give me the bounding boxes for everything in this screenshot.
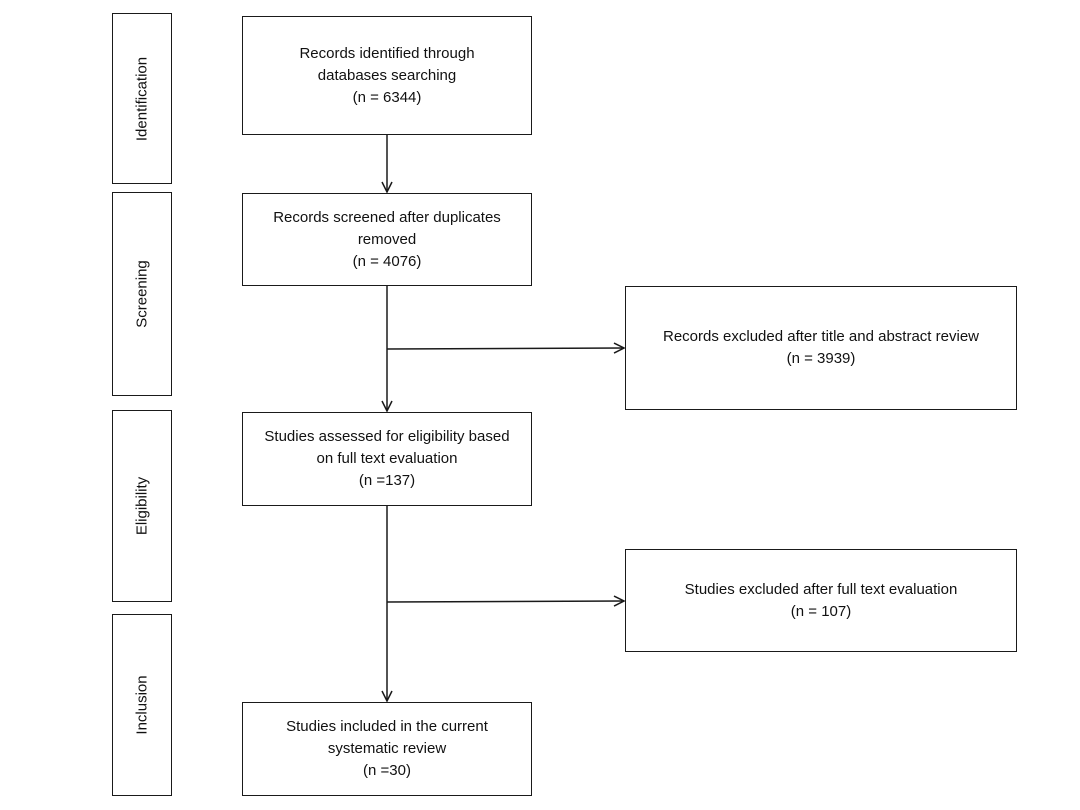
studies-excluded-box: Studies excluded after full text evaluat…: [625, 549, 1017, 652]
records-identified-text-line1: Records identified through: [299, 44, 475, 62]
arrow-to-excluded-title-abstract: [386, 348, 624, 349]
records-excluded-text: Records excluded after title and abstrac…: [663, 328, 979, 345]
records-identified-box: Records identified through databases sea…: [242, 16, 532, 135]
studies-included-text-line2: systematic review: [327, 740, 447, 757]
studies-included-count: (n =30): [363, 762, 411, 779]
stage-label-identification: Identification: [133, 56, 151, 141]
records-excluded-box: Records excluded after title and abstrac…: [625, 286, 1017, 410]
records-excluded-count: (n = 3939): [786, 350, 856, 367]
studies-assessed-count: (n =137): [358, 472, 416, 489]
stage-screening: Screening: [112, 192, 172, 396]
records-screened-box: Records screened after duplicates remove…: [242, 193, 532, 286]
studies-included-text-line1: Studies included in the current: [286, 718, 488, 735]
studies-excluded-count: (n = 107): [790, 602, 852, 620]
studies-excluded-text: Studies excluded after full text evaluat…: [684, 580, 958, 598]
records-identified-count: (n = 6344): [352, 88, 422, 106]
studies-assessed-text-line1: Studies assessed for eligibility based: [264, 428, 510, 445]
stage-label-screening: Screening: [133, 260, 151, 328]
studies-assessed-text-line2: on full text evaluation: [316, 450, 458, 467]
records-screened-count: (n = 4076): [352, 252, 422, 270]
studies-included-box: Studies included in the current systemat…: [242, 702, 532, 796]
stage-label-eligibility: Eligibility: [133, 476, 151, 536]
arrow-to-excluded-full-text: [386, 601, 624, 602]
records-screened-text-line2: removed: [357, 230, 417, 248]
studies-assessed-box: Studies assessed for eligibility based o…: [242, 412, 532, 506]
stage-eligibility: Eligibility: [112, 410, 172, 602]
stage-label-inclusion: Inclusion: [133, 675, 151, 735]
stage-inclusion: Inclusion: [112, 614, 172, 796]
stage-identification: Identification: [112, 13, 172, 184]
records-identified-text-line2: databases searching: [317, 66, 457, 84]
records-screened-text-line1: Records screened after duplicates: [273, 208, 501, 226]
